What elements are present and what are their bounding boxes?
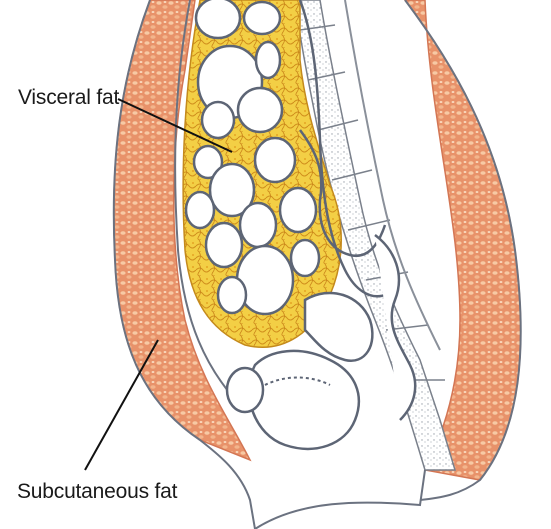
- pubic-bone: [227, 368, 263, 412]
- subcutaneous-fat-leader: [85, 340, 158, 470]
- pelvic-floor-outline: [255, 470, 425, 529]
- bladder: [249, 351, 359, 449]
- visceral-fat-label: Visceral fat: [18, 86, 119, 110]
- subcutaneous-fat-label: Subcutaneous fat: [17, 480, 177, 504]
- uterus: [305, 293, 372, 361]
